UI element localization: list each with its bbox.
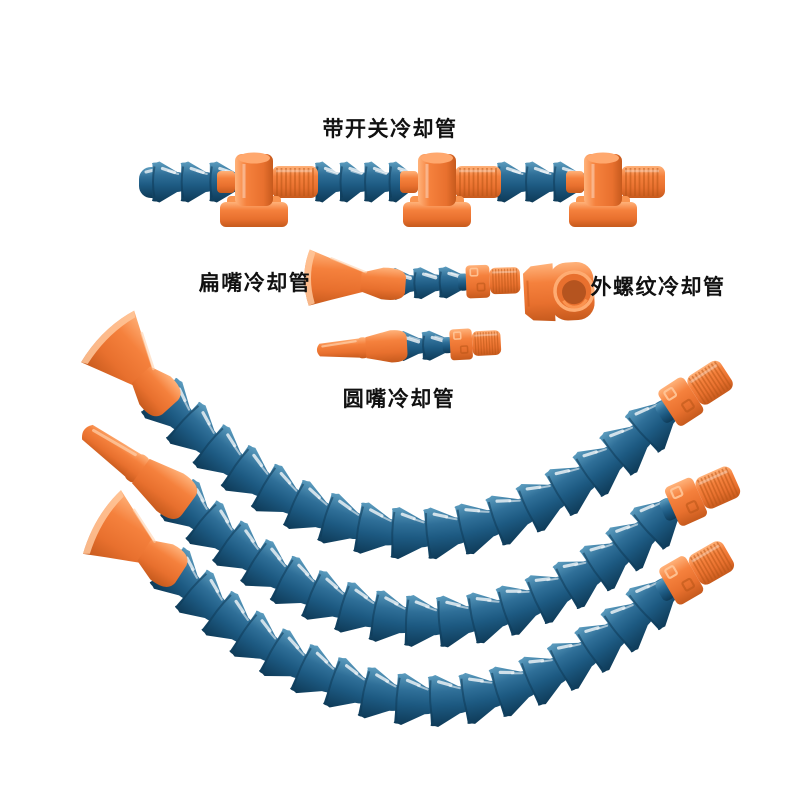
label-round-nozzle-pipe: 圆嘴冷却管 bbox=[343, 387, 456, 411]
flexible-hose-2-illustration bbox=[82, 424, 741, 648]
label-external-thread-pipe: 外螺纹冷却管 bbox=[591, 275, 726, 299]
label-switch-pipe: 带开关冷却管 bbox=[323, 117, 458, 141]
switch-coolant-pipe-illustration bbox=[139, 152, 665, 227]
label-flat-nozzle-pipe: 扁嘴冷却管 bbox=[199, 271, 312, 295]
flexible-hose-3-illustration bbox=[83, 490, 735, 727]
external-thread-fitting-illustration bbox=[522, 262, 595, 322]
flat-nozzle-coolant-pipe-illustration bbox=[304, 249, 521, 306]
round-nozzle-coolant-pipe-illustration bbox=[316, 328, 502, 363]
flexible-hose-1-illustration bbox=[81, 310, 733, 560]
